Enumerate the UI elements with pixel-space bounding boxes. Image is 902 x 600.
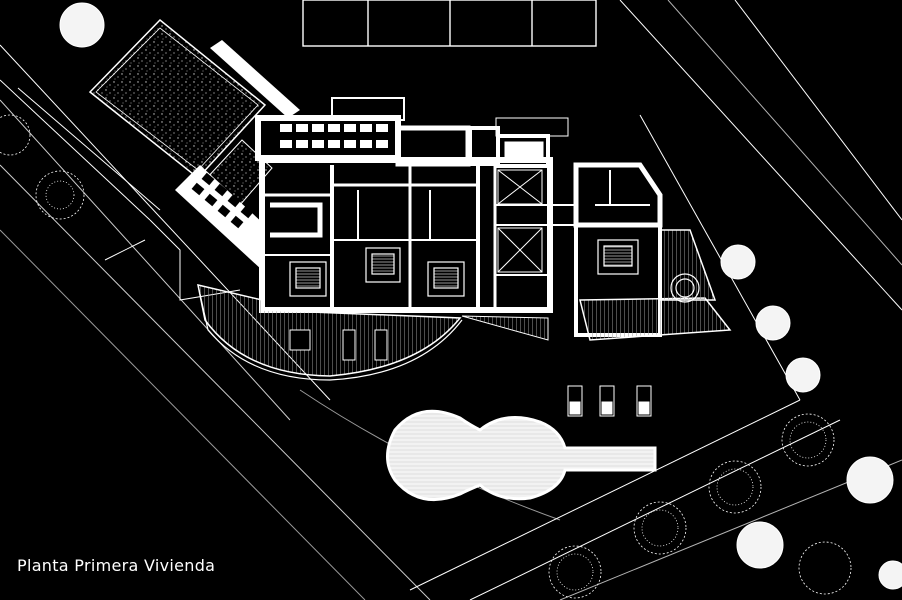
- pergola: [175, 40, 401, 270]
- stairs: [497, 141, 544, 273]
- swimming-pool: [386, 409, 657, 502]
- house-right-wing: [573, 162, 732, 341]
- tennis-court: [302, 0, 597, 47]
- tree-round-icon: [59, 2, 902, 590]
- beds: [289, 239, 700, 303]
- plan-caption: Planta Primera Vivienda: [17, 556, 216, 575]
- tree-spiky-icon: [0, 114, 852, 599]
- garden-bed-large: [88, 18, 267, 180]
- curved-terrace: [197, 284, 549, 381]
- sun-loungers: [567, 385, 652, 417]
- house-walls: [259, 97, 576, 313]
